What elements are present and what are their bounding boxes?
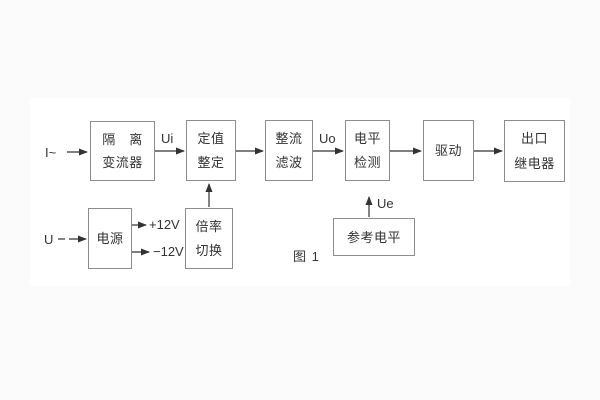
block-ratio-switch: 倍率 切换 (185, 208, 233, 269)
block-output-relay: 出口 继电器 (504, 120, 565, 182)
block-isolation-transformer: 隔 离 变流器 (90, 121, 155, 181)
block-label: 隔 离 (102, 131, 143, 147)
block-label: 变流器 (102, 155, 143, 171)
block-setting-adjust: 定值 整定 (186, 120, 236, 181)
block-label: 切换 (195, 243, 223, 258)
signal-label-input-voltage: U (44, 232, 54, 247)
block-rectify-filter: 整流 滤波 (265, 120, 313, 181)
block-label: 倍率 (195, 219, 223, 234)
block-label: 继电器 (514, 155, 555, 171)
figure-caption: 图 1 (293, 249, 320, 264)
block-label: 参考电平 (346, 229, 401, 245)
signal-label-uo: Uo (319, 131, 336, 146)
block-level-detect: 电平 检测 (345, 120, 390, 181)
block-reference-level: 参考电平 (333, 218, 415, 256)
block-label: 定值 (197, 131, 225, 146)
block-label: 整定 (197, 155, 225, 170)
signal-label-minus-12v: −12V (153, 244, 184, 259)
block-label: 检测 (353, 155, 381, 170)
block-label: 整流 (275, 131, 303, 146)
block-label: 出口 (520, 131, 548, 147)
block-drive: 驱动 (423, 120, 474, 181)
block-label: 电平 (353, 131, 381, 146)
signal-label-input-current: I~ (45, 145, 57, 160)
block-label: 驱动 (434, 143, 462, 158)
block-label: 电源 (96, 231, 124, 246)
block-power-supply: 电源 (88, 208, 132, 269)
signal-label-plus-12v: +12V (149, 217, 180, 232)
signal-label-ui: Ui (161, 131, 174, 146)
signal-label-ue: Ue (377, 196, 394, 211)
block-label: 滤波 (275, 155, 303, 170)
